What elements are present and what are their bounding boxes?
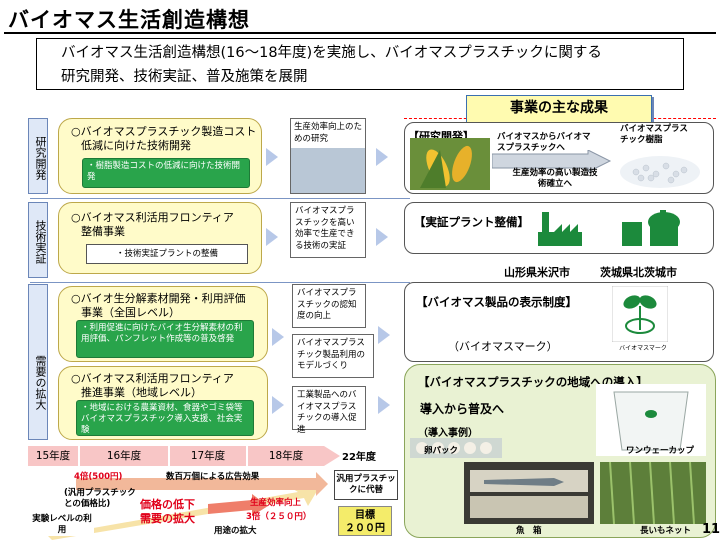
intro-line-1: バイオマス生活創造構想(16～18年度)を実施し、バイオマスプラスチックに関する (61, 45, 602, 61)
replace-box: 汎用プラスチックに代替 (334, 470, 398, 500)
timeline-trends (48, 472, 328, 540)
example-3-label: 魚 箱 (516, 526, 542, 536)
research-result-note: 生産効率の高い製造技術確立へ (512, 168, 598, 189)
experiment-level: 実験レベルの利用 (30, 514, 94, 536)
mark-heading: 【バイオマス製品の表示制度】 (416, 295, 577, 309)
yam-net-image (600, 462, 706, 524)
side-label-demo: 技術実証 (28, 202, 48, 278)
research-big-arrow (492, 150, 612, 172)
target-label: 目標 (355, 510, 375, 521)
intro-heading: 【バイオマスプラスチックの地域への導入】 (418, 375, 648, 389)
demand-block2-title-1: ○バイオマス利活用フロンティア (71, 372, 234, 385)
fish-box-image (464, 462, 594, 524)
demand-arrow-2 (272, 396, 284, 414)
research-mid-box: 生産効率向上のための研究 (290, 118, 366, 194)
demo-result-heading: 【実証プラント整備】 (414, 215, 529, 229)
demand-block2-sub: ・地域における農業資材、食器やゴミ袋等バイオマスプラスチック導入支援、社会実験 (76, 400, 254, 436)
corn-image (410, 138, 490, 190)
biomass-mark-label: バイオマスマーク (619, 345, 667, 352)
efficiency-up: 生産効率向上 (250, 498, 302, 508)
page-title: バイオマス生活創造構想 (8, 8, 250, 32)
intro-box: バイオマス生活創造構想(16～18年度)を実施し、バイオマスプラスチックに関する… (36, 38, 684, 90)
research-arrow-1 (266, 148, 278, 166)
research-result-product: バイオマスプラスチック樹脂 (620, 124, 688, 145)
demo-title-1: ○バイオマス利活用フロンティア (71, 211, 234, 224)
intro-sub: 導入から普及へ (420, 402, 505, 416)
row-divider-2 (30, 282, 410, 283)
intro-examples: （導入事例） (418, 428, 478, 439)
research-title-1: ○バイオマスプラスチック製造コスト (71, 125, 257, 138)
example-1-label: 卵パック (424, 446, 459, 456)
demand-mid-3: 工業製品へのバイオマスプラスチックの導入促進 (292, 386, 366, 435)
price-drop: 価格の低下 (140, 498, 195, 511)
use-expand: 用途の拡大 (214, 526, 257, 536)
research-title-2: 低減に向けた技術開発 (81, 139, 191, 152)
demand-mid-2: バイオマスプラスチック製品利用のモデルづくり (292, 334, 374, 378)
biomass-mark-icon (612, 286, 668, 342)
timeline-year-17: 17年度 (170, 446, 246, 466)
row-divider-1 (30, 198, 410, 199)
timeline-end-year: 22年度 (342, 452, 376, 463)
timeline-year-15: 15年度 (28, 446, 78, 466)
mass-ad-effect: 数百万個による広告効果 (166, 472, 260, 482)
efficiency-target: 3倍（２５０円） (246, 512, 312, 522)
demand-arrow-4 (378, 396, 390, 414)
general-plastic-ratio: (汎用プラスチックとの価格比) (64, 488, 136, 509)
page-number: 11 (702, 522, 720, 537)
demand-block1-title-1: ○バイオ生分解素材開発・利用評価 (71, 292, 246, 305)
timeline-year-16: 16年度 (80, 446, 168, 466)
side-label-research: 研究開発 (28, 118, 48, 194)
research-sub-box: ・樹脂製造コストの低減に向けた技術開発 (82, 158, 250, 188)
side-label-demand: 需要の拡大 (28, 284, 48, 440)
egg-pack-image (410, 438, 502, 458)
timeline-year-18: 18年度 (248, 446, 324, 466)
demand-block2-title-2: 推進事業（地域レベル） (81, 386, 202, 399)
demo-title-2: 整備事業 (81, 225, 125, 238)
factory-icon-2 (622, 210, 680, 246)
research-mid-text: 生産効率向上のための研究 (291, 119, 365, 148)
demo-place-1: 山形県米沢市 (504, 266, 570, 279)
demand-arrow-1 (272, 328, 284, 346)
demo-sub-box: ・技術実証プラントの整備 (86, 244, 248, 264)
mark-caption: （バイオマスマーク） (448, 340, 558, 353)
demand-up: 需要の拡大 (140, 512, 195, 525)
intro-line-2: 研究開発、技術実証、普及施策を展開 (61, 69, 308, 85)
title-underline (4, 32, 716, 34)
demand-mid-1: バイオマスプラスチックの認知度の向上 (292, 284, 366, 328)
demo-arrow-1 (266, 228, 278, 246)
factory-icon-1 (538, 212, 582, 246)
demand-block1-title-2: 事業（全国レベル） (81, 306, 180, 319)
cup-image (596, 384, 706, 456)
demo-place-2: 茨城県北茨城市 (600, 266, 677, 279)
target-box: 目標 ２００円 (338, 506, 392, 536)
results-title: 事業の主な成果 (466, 95, 652, 123)
demo-mid-box: バイオマスプラスチックを高い効率で生産できる技術の実証 (290, 202, 366, 258)
demand-arrow-3 (378, 326, 390, 344)
price-now: 4倍(500円) (74, 472, 123, 482)
target-value: ２００円 (345, 523, 385, 534)
demand-block1-sub: ・利用促進に向けたバイオ生分解素材の利用評価、パンフレット作成等の普及啓発 (76, 320, 254, 358)
research-result-arrow-text: バイオマスからバイオマスプラスチックへ (497, 132, 591, 153)
resin-pellets-image (616, 148, 704, 192)
research-arrow-2 (376, 148, 388, 166)
demo-arrow-2 (376, 228, 388, 246)
example-2-label: ワンウェーカップ (626, 446, 695, 456)
example-4-label: 長いもネット (640, 526, 692, 536)
timeline-arrow-head (324, 446, 340, 466)
